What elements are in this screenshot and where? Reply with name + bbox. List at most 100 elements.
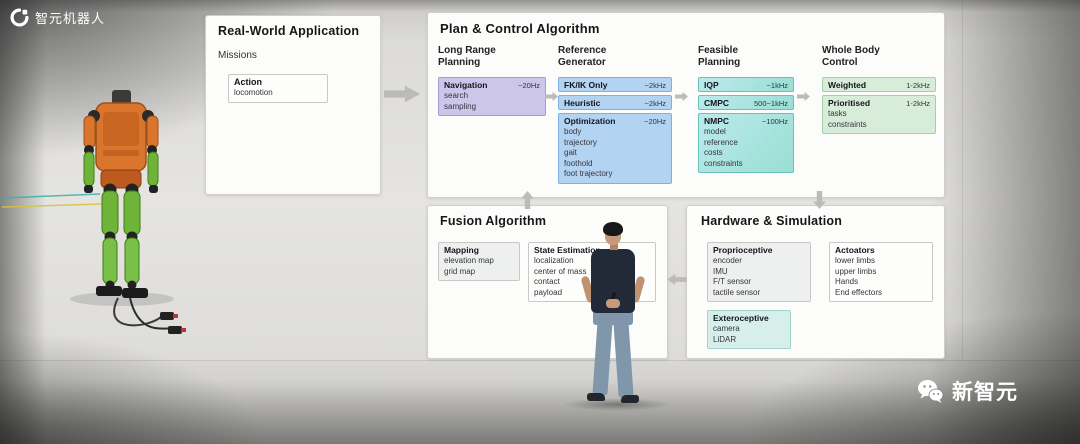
watermark: 新智元 (916, 376, 1018, 406)
box-rate: ~20Hz (518, 81, 540, 90)
box-rate: ~2kHz (644, 99, 666, 108)
list-item: lower limbs (835, 256, 876, 265)
box-title: Optimization (564, 116, 616, 126)
fkik-box: FK/IK Only ~2kHz (558, 77, 672, 92)
box-title: Prioritised (828, 98, 871, 108)
presenter-hands (606, 299, 620, 308)
missions-label: Missions (218, 50, 257, 61)
arrow-right-icon (545, 91, 558, 102)
arrow-left-icon (667, 274, 687, 285)
list-item: constraints (828, 119, 867, 129)
list-item: foothold (564, 158, 593, 168)
list-item: encoder (713, 256, 742, 265)
box-title: CMPC (704, 98, 730, 108)
list-item: trajectory (564, 137, 597, 147)
box-title: Action (234, 77, 262, 87)
list-item: costs (704, 148, 723, 158)
brand-logo-text: 智元机器人 (35, 11, 106, 26)
box-title: FK/IK Only (564, 80, 608, 90)
list-item: tactile sensor (713, 287, 761, 297)
list-item: localization (534, 256, 574, 265)
list-item: gait (564, 148, 577, 158)
list-item: body (564, 127, 582, 136)
weighted-box: Weighted 1-2kHz (822, 77, 936, 92)
list-item: camera (713, 324, 740, 333)
list-item: constraints (704, 158, 743, 168)
presenter (562, 222, 672, 412)
panel-title: Fusion Algorithm (440, 214, 547, 228)
list-item: locomotion (234, 88, 273, 97)
column-heading: Feasible Planning (698, 45, 741, 68)
box-title: Heuristic (564, 98, 601, 108)
box-rate: 500~1kHz (754, 99, 788, 108)
box-title: IQP (704, 80, 719, 90)
panel-title: Real-World Application (218, 24, 360, 38)
cmpc-box: CMPC 500~1kHz (698, 95, 794, 110)
agibot-logo-icon (10, 8, 29, 27)
whole-body-control-column: Whole Body Control Weighted 1-2kHz Priori… (822, 45, 936, 137)
wall-seam (962, 0, 963, 360)
list-item: elevation map (444, 256, 494, 265)
floor-edge (0, 360, 1080, 361)
plan-control-panel: Plan & Control Algorithm Long Range Plan… (427, 12, 945, 198)
watermark-text: 新智元 (952, 381, 1018, 404)
list-item: reference (704, 137, 738, 147)
list-item: sampling (444, 101, 477, 111)
action-items: locomotion (229, 88, 327, 102)
column-heading: Whole Body Control (822, 45, 880, 68)
list-item: IMU (713, 266, 728, 276)
real-world-application-panel: Real-World Application Missions Action l… (205, 15, 381, 195)
panel-title: Hardware & Simulation (701, 214, 843, 228)
list-item: search (444, 91, 469, 100)
list-item: model (704, 127, 726, 136)
presenter-hip (593, 310, 633, 325)
list-item: payload (534, 287, 563, 297)
box-title: NMPC (704, 116, 730, 126)
box-rate: 1-2kHz (906, 99, 930, 108)
box-rate: 1-2kHz (906, 81, 930, 90)
box-rate: ~1kHz (766, 81, 788, 90)
list-item: upper limbs (835, 266, 877, 276)
box-rate: ~2kHz (644, 81, 666, 90)
column-heading: Reference Generator (558, 45, 607, 68)
panel-title: Plan & Control Algorithm (440, 21, 600, 36)
box-rate: ~20Hz (644, 117, 666, 126)
presenter-hair (603, 222, 623, 236)
presenter-shadow (562, 398, 672, 411)
list-item: Hands (835, 277, 859, 287)
presenter-shoe (621, 395, 639, 403)
list-item: F/T sensor (713, 277, 752, 287)
action-box: Action locomotion (228, 74, 328, 103)
presenter-leg (613, 320, 634, 398)
box-title: Navigation (444, 80, 488, 90)
presenter-shoe (587, 393, 605, 401)
list-item: contact (534, 277, 560, 287)
list-item: foot trajectory (564, 169, 613, 179)
list-item: LiDAR (713, 334, 737, 344)
list-item: grid map (444, 266, 476, 276)
reference-generator-column: Reference Generator FK/IK Only ~2kHz Heur… (558, 45, 672, 187)
brand-logo: 智元机器人 (10, 8, 105, 27)
presenter-neck (610, 243, 618, 250)
box-title: Weighted (828, 80, 867, 90)
list-item: center of mass (534, 266, 587, 276)
iqp-box: IQP ~1kHz (698, 77, 794, 92)
arrow-right-icon (675, 91, 688, 102)
box-title: Proprioceptive (713, 245, 773, 255)
